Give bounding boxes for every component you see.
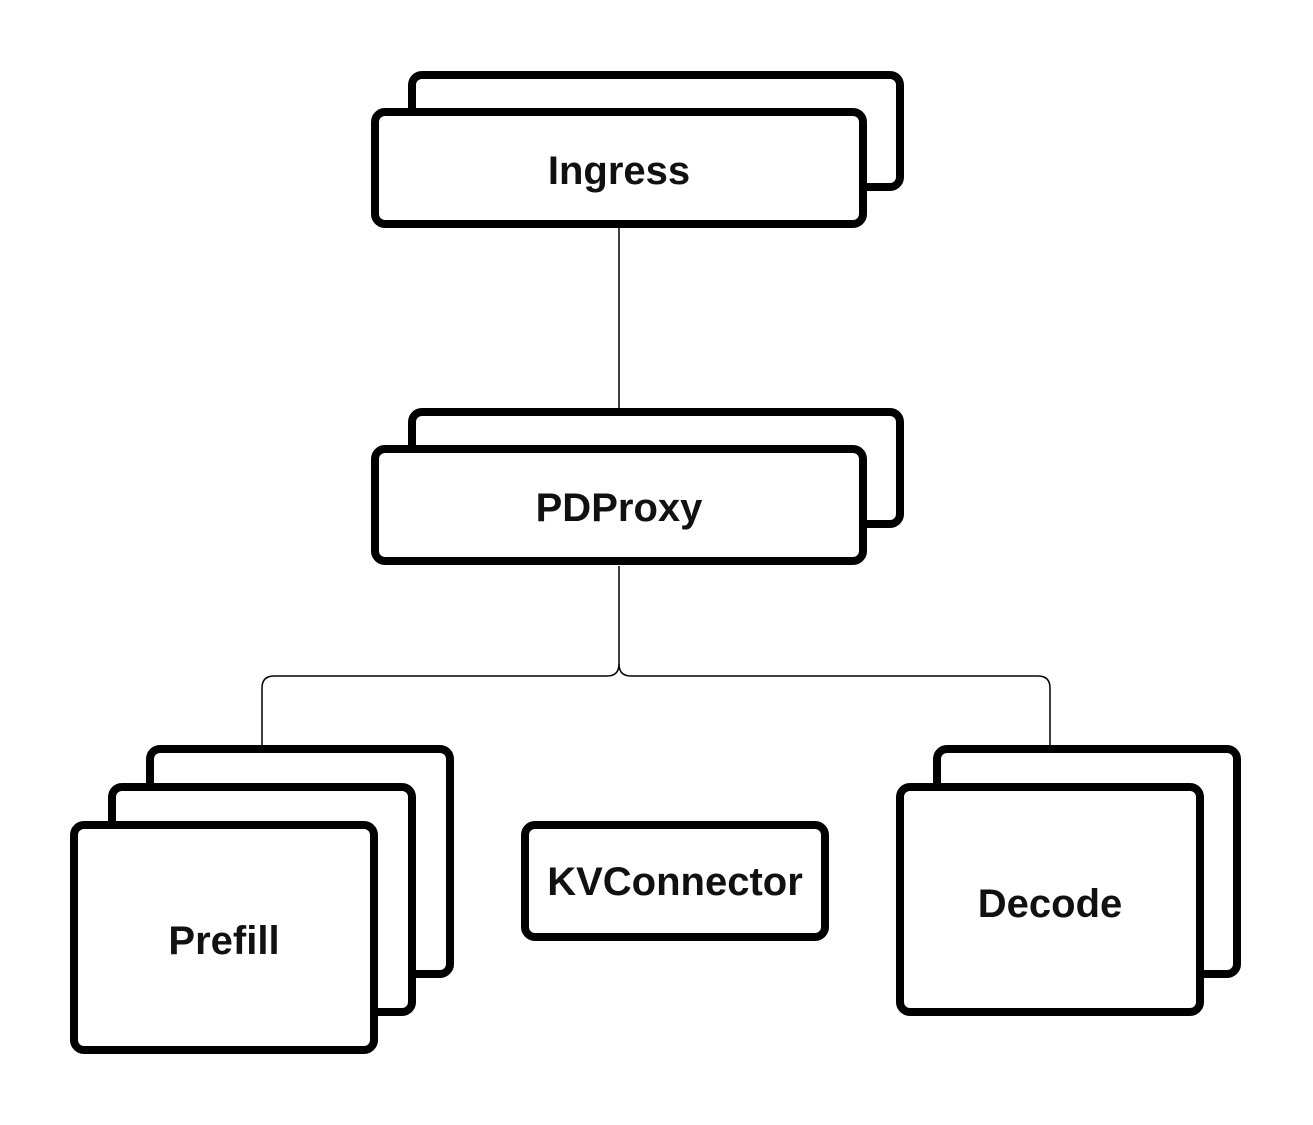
node-kvconnector[interactable]: KVConnector bbox=[521, 821, 829, 941]
edge-pdproxy-to-decode bbox=[618, 663, 1051, 756]
node-pdproxy[interactable]: PDProxy bbox=[371, 408, 904, 565]
node-kvconnector-card bbox=[521, 821, 829, 941]
node-prefill-front-card bbox=[70, 821, 378, 1054]
edge-pdproxy-to-prefill bbox=[261, 566, 620, 756]
node-pdproxy-front-card bbox=[371, 445, 867, 565]
node-decode-label: Decode bbox=[978, 882, 1123, 926]
node-prefill[interactable]: Prefill bbox=[70, 745, 454, 1054]
node-decode[interactable]: Decode bbox=[896, 745, 1241, 1016]
node-ingress-front-card bbox=[371, 108, 867, 228]
node-decode-front-card bbox=[896, 783, 1204, 1016]
node-pdproxy-label: PDProxy bbox=[536, 486, 703, 530]
node-ingress[interactable]: Ingress bbox=[371, 71, 904, 228]
node-prefill-label: Prefill bbox=[168, 919, 279, 963]
node-kvconnector-label: KVConnector bbox=[547, 860, 803, 904]
node-ingress-label: Ingress bbox=[548, 149, 690, 193]
